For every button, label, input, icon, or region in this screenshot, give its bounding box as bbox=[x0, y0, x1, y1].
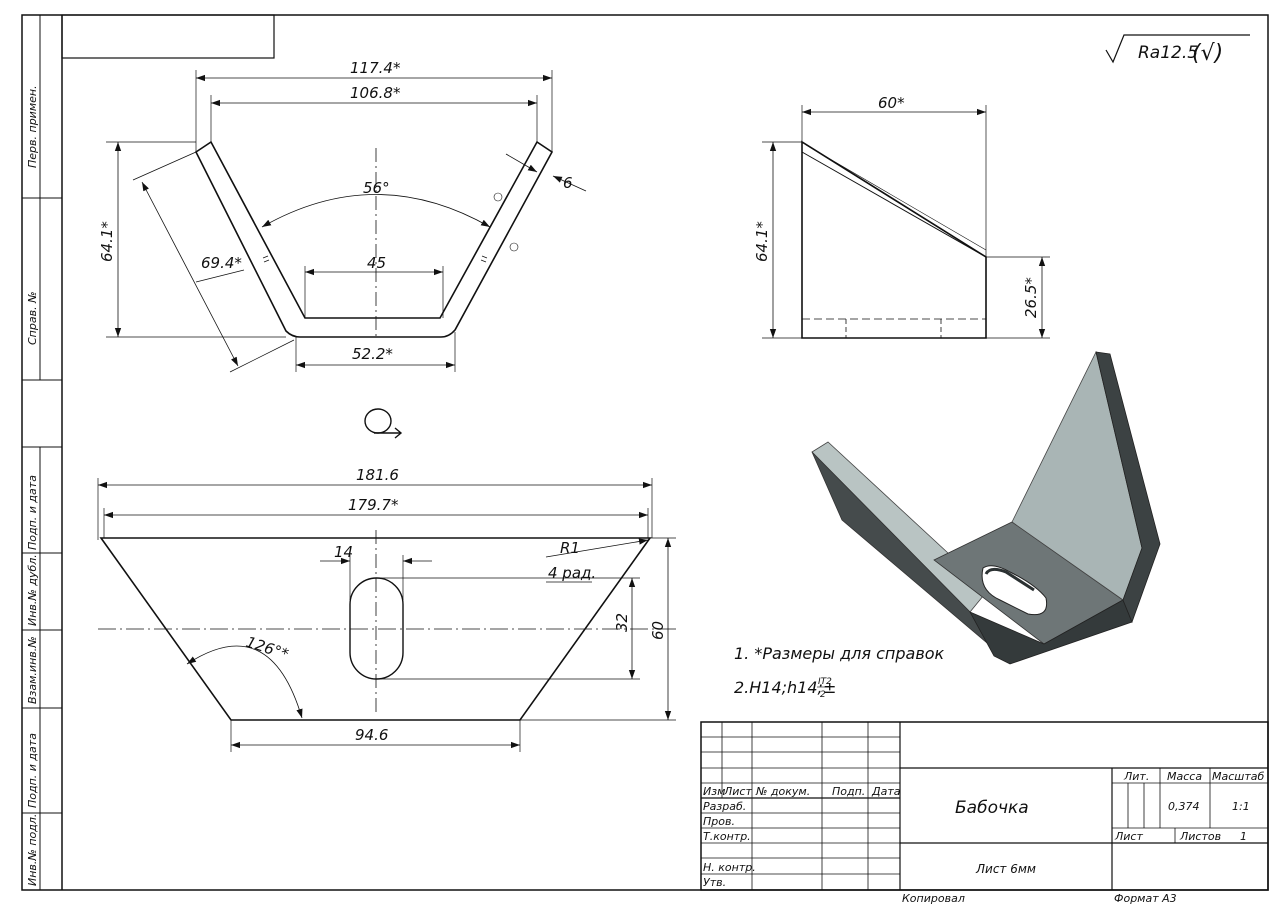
frame bbox=[21, 14, 1269, 891]
header-izm: Изм bbox=[703, 785, 725, 798]
dim-angle: 126°* bbox=[244, 633, 292, 664]
dim-end-height: 64.1* bbox=[753, 221, 771, 262]
dim-lower-height: 26.5* bbox=[1022, 277, 1040, 318]
v-profile-outline bbox=[194, 140, 554, 338]
mass-label: Масса bbox=[1167, 770, 1202, 783]
copied-label: Копировал bbox=[902, 892, 965, 905]
part-name: Бабочка bbox=[955, 798, 1029, 818]
dim-height: 64.1* bbox=[98, 221, 116, 262]
dim-bottom-inner: 45 bbox=[367, 254, 386, 272]
sheets-value: 1 bbox=[1240, 830, 1247, 843]
note-2: 2.H14;h14;± bbox=[734, 678, 836, 697]
side-label: Подп. и дата bbox=[26, 475, 39, 550]
dim-thickness: 6 bbox=[563, 174, 573, 192]
role-developer: Разраб. bbox=[703, 800, 746, 813]
format-label: Формат А3 bbox=[1114, 892, 1177, 905]
dim-width-inner: 106.8* bbox=[350, 84, 401, 102]
role-norm-control: Н. контр. bbox=[703, 861, 756, 874]
flat-pattern-symbol bbox=[364, 408, 403, 439]
scale-label: Масштаб bbox=[1212, 770, 1264, 783]
roughness-suffix: (√) bbox=[1192, 41, 1223, 66]
roughness-symbol: Ra12.5 (√) bbox=[1105, 34, 1250, 66]
dim-overall-ref: 179.7* bbox=[348, 496, 399, 514]
notes: 1. *Размеры для справок 2.H14;h14;± IT2 … bbox=[734, 644, 945, 700]
dim-slot-width: 14 bbox=[334, 543, 353, 561]
dim-radius: R1 bbox=[560, 539, 580, 557]
dim-bottom: 94.6 bbox=[355, 726, 388, 744]
role-tech-control: Т.контр. bbox=[703, 830, 751, 843]
header-sign: Подп. bbox=[832, 785, 865, 798]
side-label: Подп. и дата bbox=[26, 733, 39, 808]
side-label: Перв. примен. bbox=[26, 85, 39, 168]
side-view: 117.4* 106.8* 64.1* 69.4* 56° 45 52.2* 6 bbox=[98, 59, 587, 373]
header-list: Лист bbox=[723, 785, 752, 798]
sheet-label: Лист bbox=[1114, 830, 1143, 843]
title-block: Изм Лист № докум. Подп. Дата Разраб. Про… bbox=[700, 721, 1269, 905]
material: Лист 6мм bbox=[975, 862, 1036, 876]
side-label: Взам.инв.№ bbox=[26, 636, 39, 704]
scale-value: 1:1 bbox=[1232, 800, 1250, 813]
header-date: Дата bbox=[871, 785, 901, 798]
dim-slot-length: 32 bbox=[613, 613, 631, 632]
end-view: 60* 64.1* 26.5* bbox=[753, 94, 1050, 339]
note-1: 1. *Размеры для справок bbox=[734, 644, 945, 663]
flat-pattern: 181.6 179.7* 94.6 14 32 60 126°* R1 4 bbox=[97, 466, 680, 752]
header-doc: № докум. bbox=[755, 785, 810, 798]
dim-overall: 181.6 bbox=[356, 466, 399, 484]
side-label: Справ. № bbox=[26, 291, 39, 345]
dim-flank: 69.4* bbox=[201, 254, 242, 272]
mass-value: 0,374 bbox=[1168, 800, 1200, 813]
dim-width-outer: 117.4* bbox=[350, 59, 401, 77]
dim-bottom-outer: 52.2* bbox=[352, 345, 393, 363]
dim-end-width: 60* bbox=[878, 94, 905, 112]
isometric-view bbox=[811, 350, 1161, 665]
dim-angle: 56° bbox=[363, 179, 390, 197]
dim-radius-note: 4 рад. bbox=[548, 564, 596, 582]
side-labels: Перв. примен. Справ. № Подп. и дата Инв.… bbox=[26, 85, 39, 886]
lit-label: Лит. bbox=[1123, 770, 1149, 783]
role-approved: Утв. bbox=[703, 876, 726, 889]
side-label: Инв.№ подл. bbox=[26, 814, 39, 886]
sheets-label: Листов bbox=[1179, 830, 1221, 843]
roughness-label: Ra12.5 bbox=[1138, 43, 1198, 63]
tolerance-bottom: 2 bbox=[820, 690, 826, 700]
side-label: Инв.№ дубл. bbox=[26, 554, 39, 626]
dim-height: 60 bbox=[649, 621, 667, 640]
role-checker: Пров. bbox=[703, 815, 735, 828]
tolerance-top: IT2 bbox=[818, 677, 832, 687]
